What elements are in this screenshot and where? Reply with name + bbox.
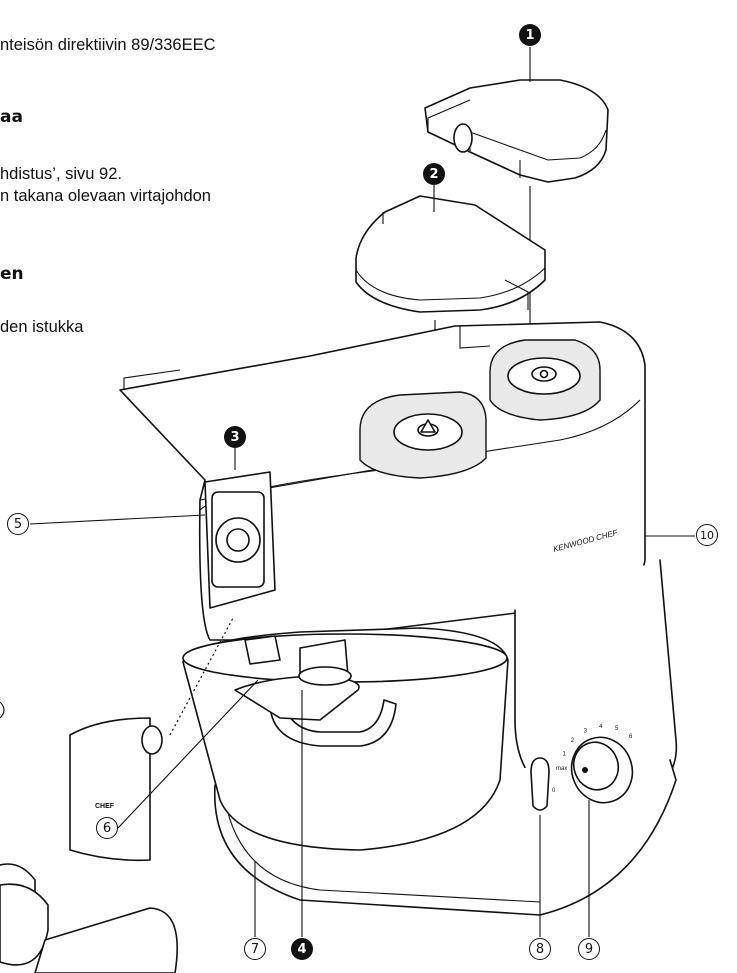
connection-text: hdistus’, sivu 92.: [0, 165, 122, 183]
speed-tick-labels: 1 2 3 4 5 6: [563, 724, 634, 758]
callout-7: 7: [244, 938, 266, 960]
speed-tick-6: 6: [629, 734, 633, 740]
callout-1: 1: [519, 24, 541, 46]
callout-2: 2: [423, 163, 445, 185]
callout-10: 10: [696, 524, 718, 546]
directive-text: nteisön direktiivin 89/336EEC: [0, 36, 216, 54]
mixing-bowl: [182, 627, 509, 851]
speed-tick-1: 1: [563, 752, 567, 758]
speed-label-zero: 0: [552, 788, 556, 794]
callout-3: 3: [224, 426, 246, 448]
speed-tick-3: 3: [584, 728, 588, 734]
tool-partial-bottom: [34, 907, 178, 973]
outlet-cover-2: [355, 195, 546, 313]
speed-tick-5: 5: [615, 726, 619, 732]
splash-guard-cover: [69, 717, 163, 862]
section-heading-2: en: [0, 264, 24, 284]
power-cord-text: n takana olevaan virtajohdon: [0, 187, 211, 205]
cover-chef-label: CHEF: [95, 803, 115, 810]
callout-4: 4: [291, 938, 313, 960]
outlet-cover-1: [424, 79, 609, 183]
callout-6: 6: [96, 817, 118, 839]
callout-5: 5: [7, 513, 29, 535]
speed-tick-4: 4: [599, 724, 603, 730]
mixer-head: [119, 321, 646, 641]
section-heading-1: aa: [0, 107, 23, 127]
speed-tick-2: 2: [571, 738, 575, 744]
front-outlet: [204, 471, 276, 609]
speed-label-max: max: [556, 766, 567, 772]
socket-text: den istukka: [0, 318, 84, 336]
callout-8: 8: [529, 938, 551, 960]
callout-9: 9: [578, 938, 600, 960]
